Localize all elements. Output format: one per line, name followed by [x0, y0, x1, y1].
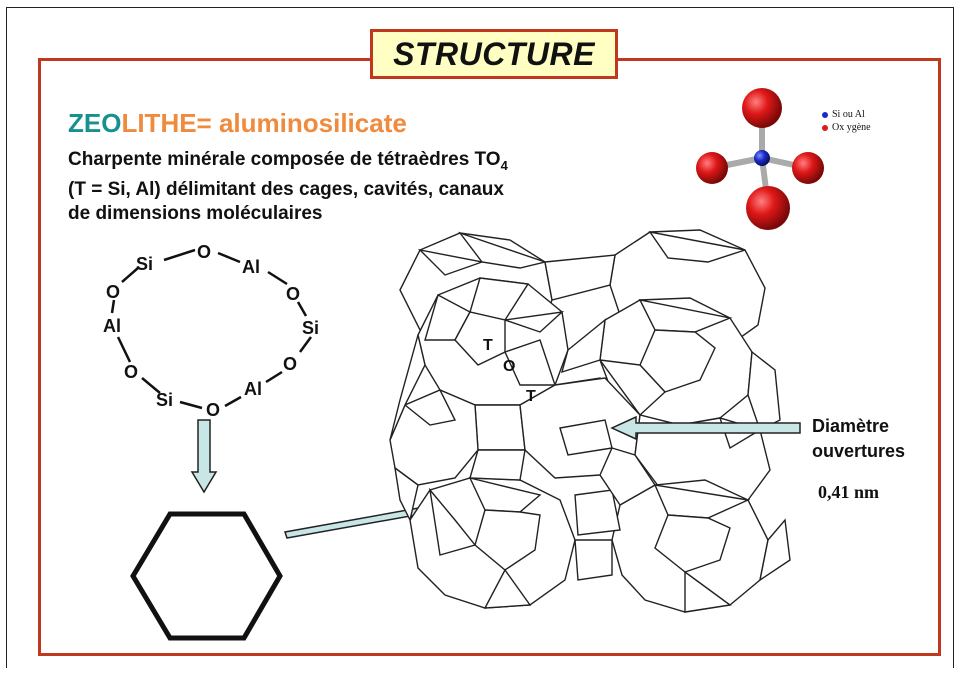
ring-atom-si-1: Si	[136, 254, 153, 274]
oxygen-atom-right	[792, 152, 824, 184]
legend-item-si-al: Si ou Al	[822, 108, 871, 121]
aperture-line-2: ouvertures	[812, 441, 906, 461]
title-box: STRUCTURE	[370, 29, 618, 79]
heading-lithe: LITHE= aluminosilicate	[121, 108, 407, 138]
tetrahedron-molecule	[696, 88, 824, 230]
framework-label-o: O	[503, 358, 515, 375]
ring-labels: Si O Al O Si O Al O Si O Al O	[103, 242, 319, 420]
silicon-atom-center	[754, 150, 770, 166]
blue-dot-icon	[822, 111, 828, 118]
description-line-1: Charpente minérale composée de tétraèdre…	[68, 149, 508, 173]
hexagon-symbol	[130, 511, 283, 641]
molecule-legend: Si ou Al Ox ygène	[822, 108, 871, 134]
description-line-3: de dimensions moléculaires	[68, 202, 323, 224]
ring-atom-al-1: Al	[242, 257, 260, 277]
slide-title: STRUCTURE	[393, 35, 595, 72]
aperture-label: Diamètre ouvertures	[812, 414, 905, 464]
aperture-value: 0,41 nm	[818, 482, 880, 502]
oxygen-atom-bottom	[746, 186, 790, 230]
framework-label-t-2: T	[526, 388, 536, 405]
ring-atom-al-2: Al	[244, 379, 262, 399]
ring-atom-o-5: O	[124, 362, 138, 382]
left-arrow-icon	[610, 415, 801, 441]
down-arrow-icon	[190, 419, 218, 494]
ring-atom-o-6: O	[106, 282, 120, 302]
aperture-line-1: Diamètre	[812, 416, 890, 436]
legend-item-oxygen: Ox ygène	[822, 121, 871, 134]
description-line-2: (T = Si, Al) délimitant des cages, cavit…	[68, 178, 504, 200]
ring-atom-o-3: O	[283, 354, 297, 374]
ring-atom-o-4: O	[206, 400, 220, 420]
ring-atom-al-3: Al	[103, 316, 121, 336]
heading: ZEOLITHE= aluminosilicate	[68, 108, 407, 139]
ring-atom-si-2: Si	[302, 318, 319, 338]
atom-ring	[110, 248, 313, 410]
ring-atom-si-3: Si	[156, 390, 173, 410]
red-dot-icon	[822, 124, 828, 131]
heading-zeo: ZEO	[68, 108, 122, 138]
zeolite-framework	[389, 229, 791, 613]
oxygen-atom-top	[742, 88, 782, 128]
description: Charpente minérale composée de tétraèdre…	[68, 148, 688, 226]
oxygen-atom-left	[696, 152, 728, 184]
ring-atom-o-1: O	[197, 242, 211, 262]
slide-border	[6, 7, 954, 668]
ring-atom-o-2: O	[286, 284, 300, 304]
framework-label-t-1: T	[483, 337, 493, 354]
